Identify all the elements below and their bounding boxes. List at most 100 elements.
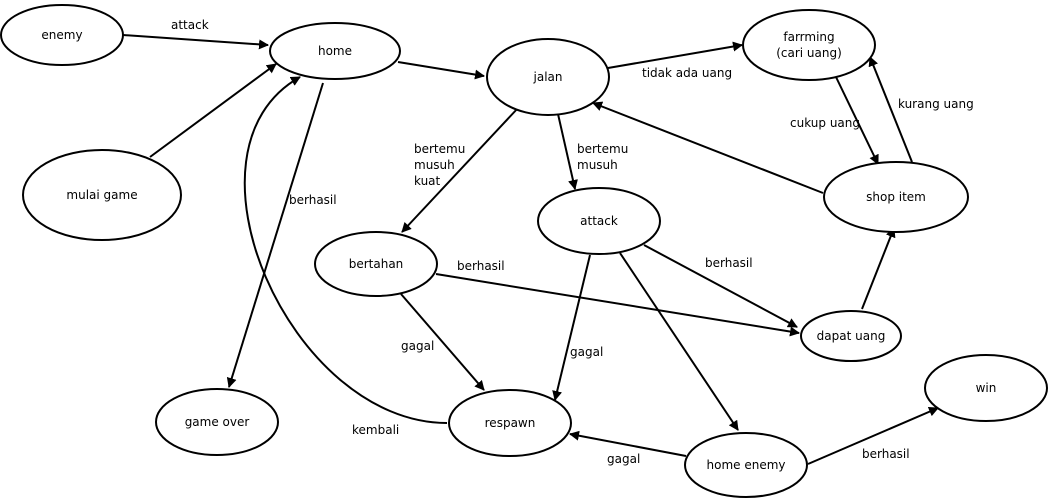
node-enemy-label-line: enemy — [41, 28, 82, 42]
node-home-enemy: home enemy — [684, 432, 808, 498]
node-farming-label: farrming (cari uang) — [776, 30, 842, 60]
node-shop-item-label-line: shop item — [866, 190, 926, 204]
edge-label-bertahan-to-respawn: gagal — [401, 339, 434, 353]
node-home: home — [269, 22, 401, 80]
edge-jalan-to-attack — [557, 113, 578, 190]
node-enemy-label: enemy — [41, 28, 82, 42]
edge-label-attack-to-dapat-uang-line: berhasil — [705, 256, 753, 270]
edge-home-to-game-over — [226, 82, 324, 388]
node-home-enemy-label: home enemy — [707, 458, 786, 472]
node-attack-label: attack — [580, 214, 618, 228]
edge-label-home-enemy-to-win: berhasil — [862, 447, 910, 461]
node-bertahan-ellipse — [314, 231, 438, 297]
edge-label-home-to-game-over-line: berhasil — [289, 193, 337, 207]
edge-label-respawn-to-home: kembali — [352, 423, 399, 437]
node-farming-label-line: (cari uang) — [776, 46, 842, 60]
edge-label-home-enemy-to-respawn: gagal — [607, 452, 640, 466]
node-jalan: jalan — [486, 38, 610, 116]
edge-label-home-enemy-to-respawn-line: gagal — [607, 452, 640, 466]
edge-label-jalan-to-bertahan-line: kuat — [414, 174, 441, 188]
edge-label-jalan-to-farming-line: tidak ada uang — [642, 66, 732, 80]
node-home-enemy-label-line: home enemy — [707, 458, 786, 472]
node-respawn-ellipse — [448, 389, 572, 457]
edge-jalan-to-farming — [607, 41, 743, 69]
edge-label-bertahan-to-dapat-uang-line: berhasil — [457, 259, 505, 273]
node-dapat-uang-ellipse — [800, 310, 902, 362]
edge-label-bertahan-to-respawn-line: gagal — [401, 339, 434, 353]
node-win-ellipse — [924, 354, 1048, 422]
node-win-label: win — [976, 381, 997, 395]
edge-label-enemy-to-home-line: attack — [171, 18, 209, 32]
edge-label-jalan-to-attack-line: bertemu — [577, 142, 628, 156]
edge-label-shop-item-to-farming-line: kurang uang — [898, 97, 974, 111]
node-farming-label-line: farrming — [783, 30, 834, 44]
node-attack-ellipse — [537, 187, 661, 255]
edge-dapat-uang-to-shop-item — [861, 227, 896, 310]
node-mulai-game: mulai game — [22, 149, 182, 241]
node-respawn-label: respawn — [485, 416, 536, 430]
edge-label-jalan-to-attack: bertemu musuh — [577, 142, 628, 172]
node-home-label: home — [318, 44, 352, 58]
edges-layer — [122, 34, 939, 465]
node-home-label-line: home — [318, 44, 352, 58]
node-jalan-ellipse — [486, 38, 610, 116]
node-enemy-ellipse — [0, 4, 124, 66]
node-jalan-label: jalan — [533, 70, 563, 84]
node-bertahan-label: bertahan — [349, 257, 404, 271]
edge-label-shop-item-to-farming: kurang uang — [898, 97, 974, 111]
node-game-over-ellipse — [155, 388, 279, 456]
edge-label-respawn-to-home-line: kembali — [352, 423, 399, 437]
node-enemy: enemy — [0, 4, 124, 66]
edge-label-farming-to-shop-item-line: cukup uang — [790, 116, 860, 130]
edge-label-attack-to-dapat-uang: berhasil — [705, 256, 753, 270]
node-home-ellipse — [269, 22, 401, 80]
edge-enemy-to-home — [122, 34, 269, 50]
node-bertahan: bertahan — [314, 231, 438, 297]
node-game-over-label: game over — [185, 415, 250, 429]
edge-bertahan-to-respawn — [400, 293, 485, 391]
node-win: win — [924, 354, 1048, 422]
node-game-over: game over — [155, 388, 279, 456]
edge-label-attack-to-respawn-line: gagal — [570, 345, 603, 359]
edge-shop-item-to-farming — [868, 56, 913, 163]
nodes-layer: enemy home mulai game jalan farrming (cari ua… — [0, 4, 1048, 498]
node-mulai-game-label: mulai game — [66, 188, 137, 202]
node-attack: attack — [537, 187, 661, 255]
node-mulai-game-label-line: mulai game — [66, 188, 137, 202]
node-shop-item-label: shop item — [866, 190, 926, 204]
edge-label-jalan-to-farming: tidak ada uang — [642, 66, 732, 80]
edge-label-home-to-game-over: berhasil — [289, 193, 337, 207]
node-home-enemy-ellipse — [684, 432, 808, 498]
node-game-over-label-line: game over — [185, 415, 250, 429]
edge-label-attack-to-respawn: gagal — [570, 345, 603, 359]
node-dapat-uang-label: dapat uang — [817, 329, 886, 343]
edge-mulai-game-to-home — [149, 63, 277, 158]
edge-label-farming-to-shop-item: cukup uang — [790, 116, 860, 130]
edge-home-enemy-to-respawn — [569, 430, 687, 457]
node-bertahan-label-line: bertahan — [349, 257, 404, 271]
node-win-label-line: win — [976, 381, 997, 395]
edge-label-enemy-to-home: attack — [171, 18, 209, 32]
edge-labels-layer: attack tidak ada uang cukup uang kurang uan… — [171, 18, 974, 466]
edge-respawn-to-home — [243, 76, 448, 424]
node-farming: farrming (cari uang) — [742, 9, 876, 81]
edge-attack-to-respawn — [552, 254, 591, 401]
edge-home-enemy-to-win — [807, 406, 939, 465]
edge-jalan-to-bertahan — [401, 107, 519, 233]
edge-bertahan-to-dapat-uang — [435, 273, 800, 337]
edge-label-bertahan-to-dapat-uang: berhasil — [457, 259, 505, 273]
edge-label-jalan-to-bertahan-line: musuh — [414, 158, 455, 172]
edge-shop-item-to-jalan — [592, 101, 824, 194]
node-respawn-label-line: respawn — [485, 416, 536, 430]
node-jalan-label-line: jalan — [533, 70, 563, 84]
edge-label-home-enemy-to-win-line: berhasil — [862, 447, 910, 461]
edge-attack-to-home-enemy — [619, 252, 739, 431]
node-dapat-uang: dapat uang — [800, 310, 902, 362]
edge-home-to-jalan — [397, 61, 485, 80]
edge-farming-to-shop-item — [835, 76, 879, 165]
edge-label-jalan-to-attack-line: musuh — [577, 158, 618, 172]
edge-attack-to-dapat-uang — [643, 244, 798, 328]
node-respawn: respawn — [448, 389, 572, 457]
